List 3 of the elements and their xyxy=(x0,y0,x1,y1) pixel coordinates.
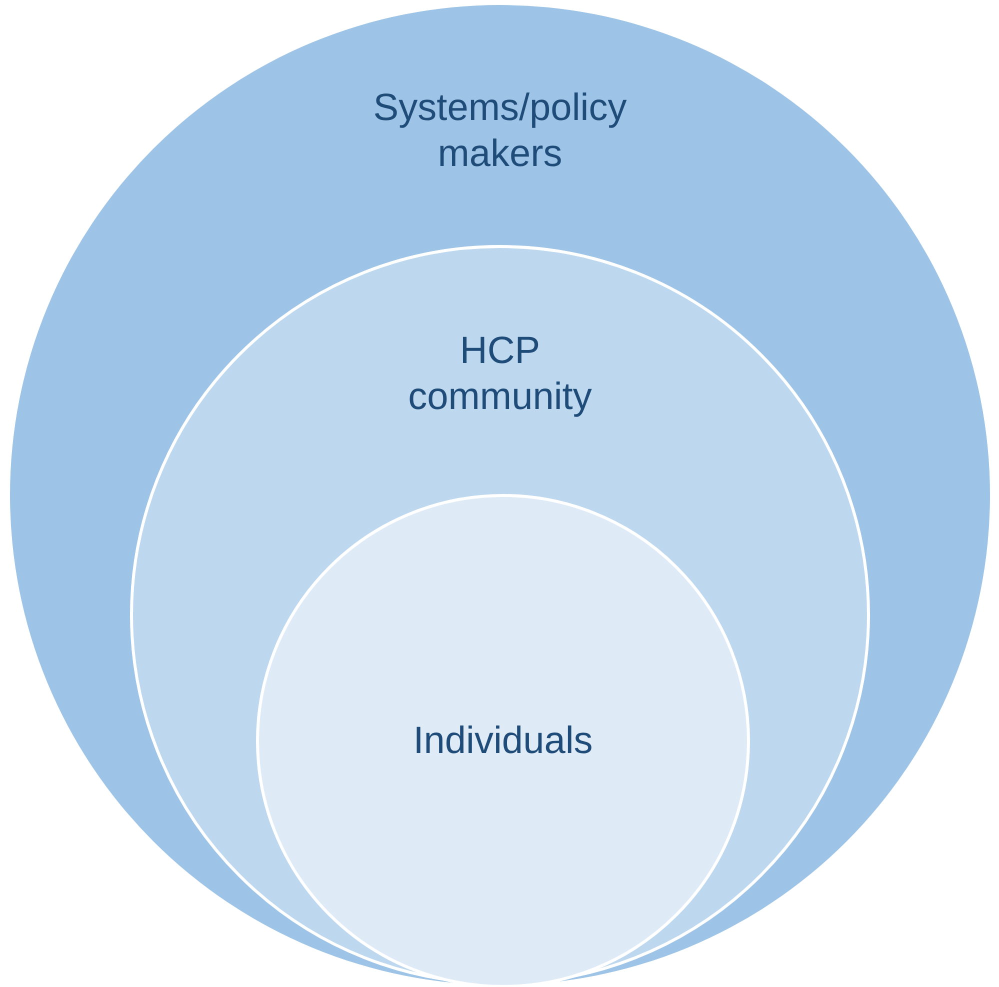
layer-label: HCP community xyxy=(407,329,593,420)
layer-label: Systems/policy makers xyxy=(372,86,628,177)
layer-label: Individuals xyxy=(412,719,594,764)
